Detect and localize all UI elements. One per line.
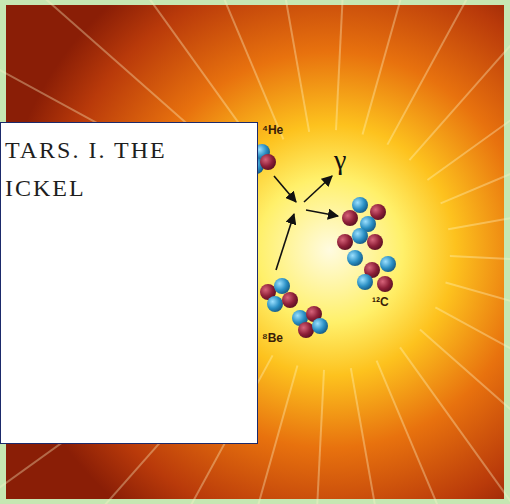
- carbon-nucleus: [337, 197, 396, 292]
- paper-title: TARS. I. THE ICKEL: [1, 123, 257, 208]
- reaction-arrows: [274, 176, 338, 270]
- isotope-label: ⁸Be: [262, 332, 283, 344]
- beryllium-nucleus: [260, 278, 328, 338]
- isotope-label: ⁴He: [262, 124, 283, 136]
- gamma-symbol: γ: [334, 146, 346, 174]
- title-box: TARS. I. THE ICKEL: [0, 122, 258, 444]
- isotope-label: ¹²C: [372, 296, 389, 308]
